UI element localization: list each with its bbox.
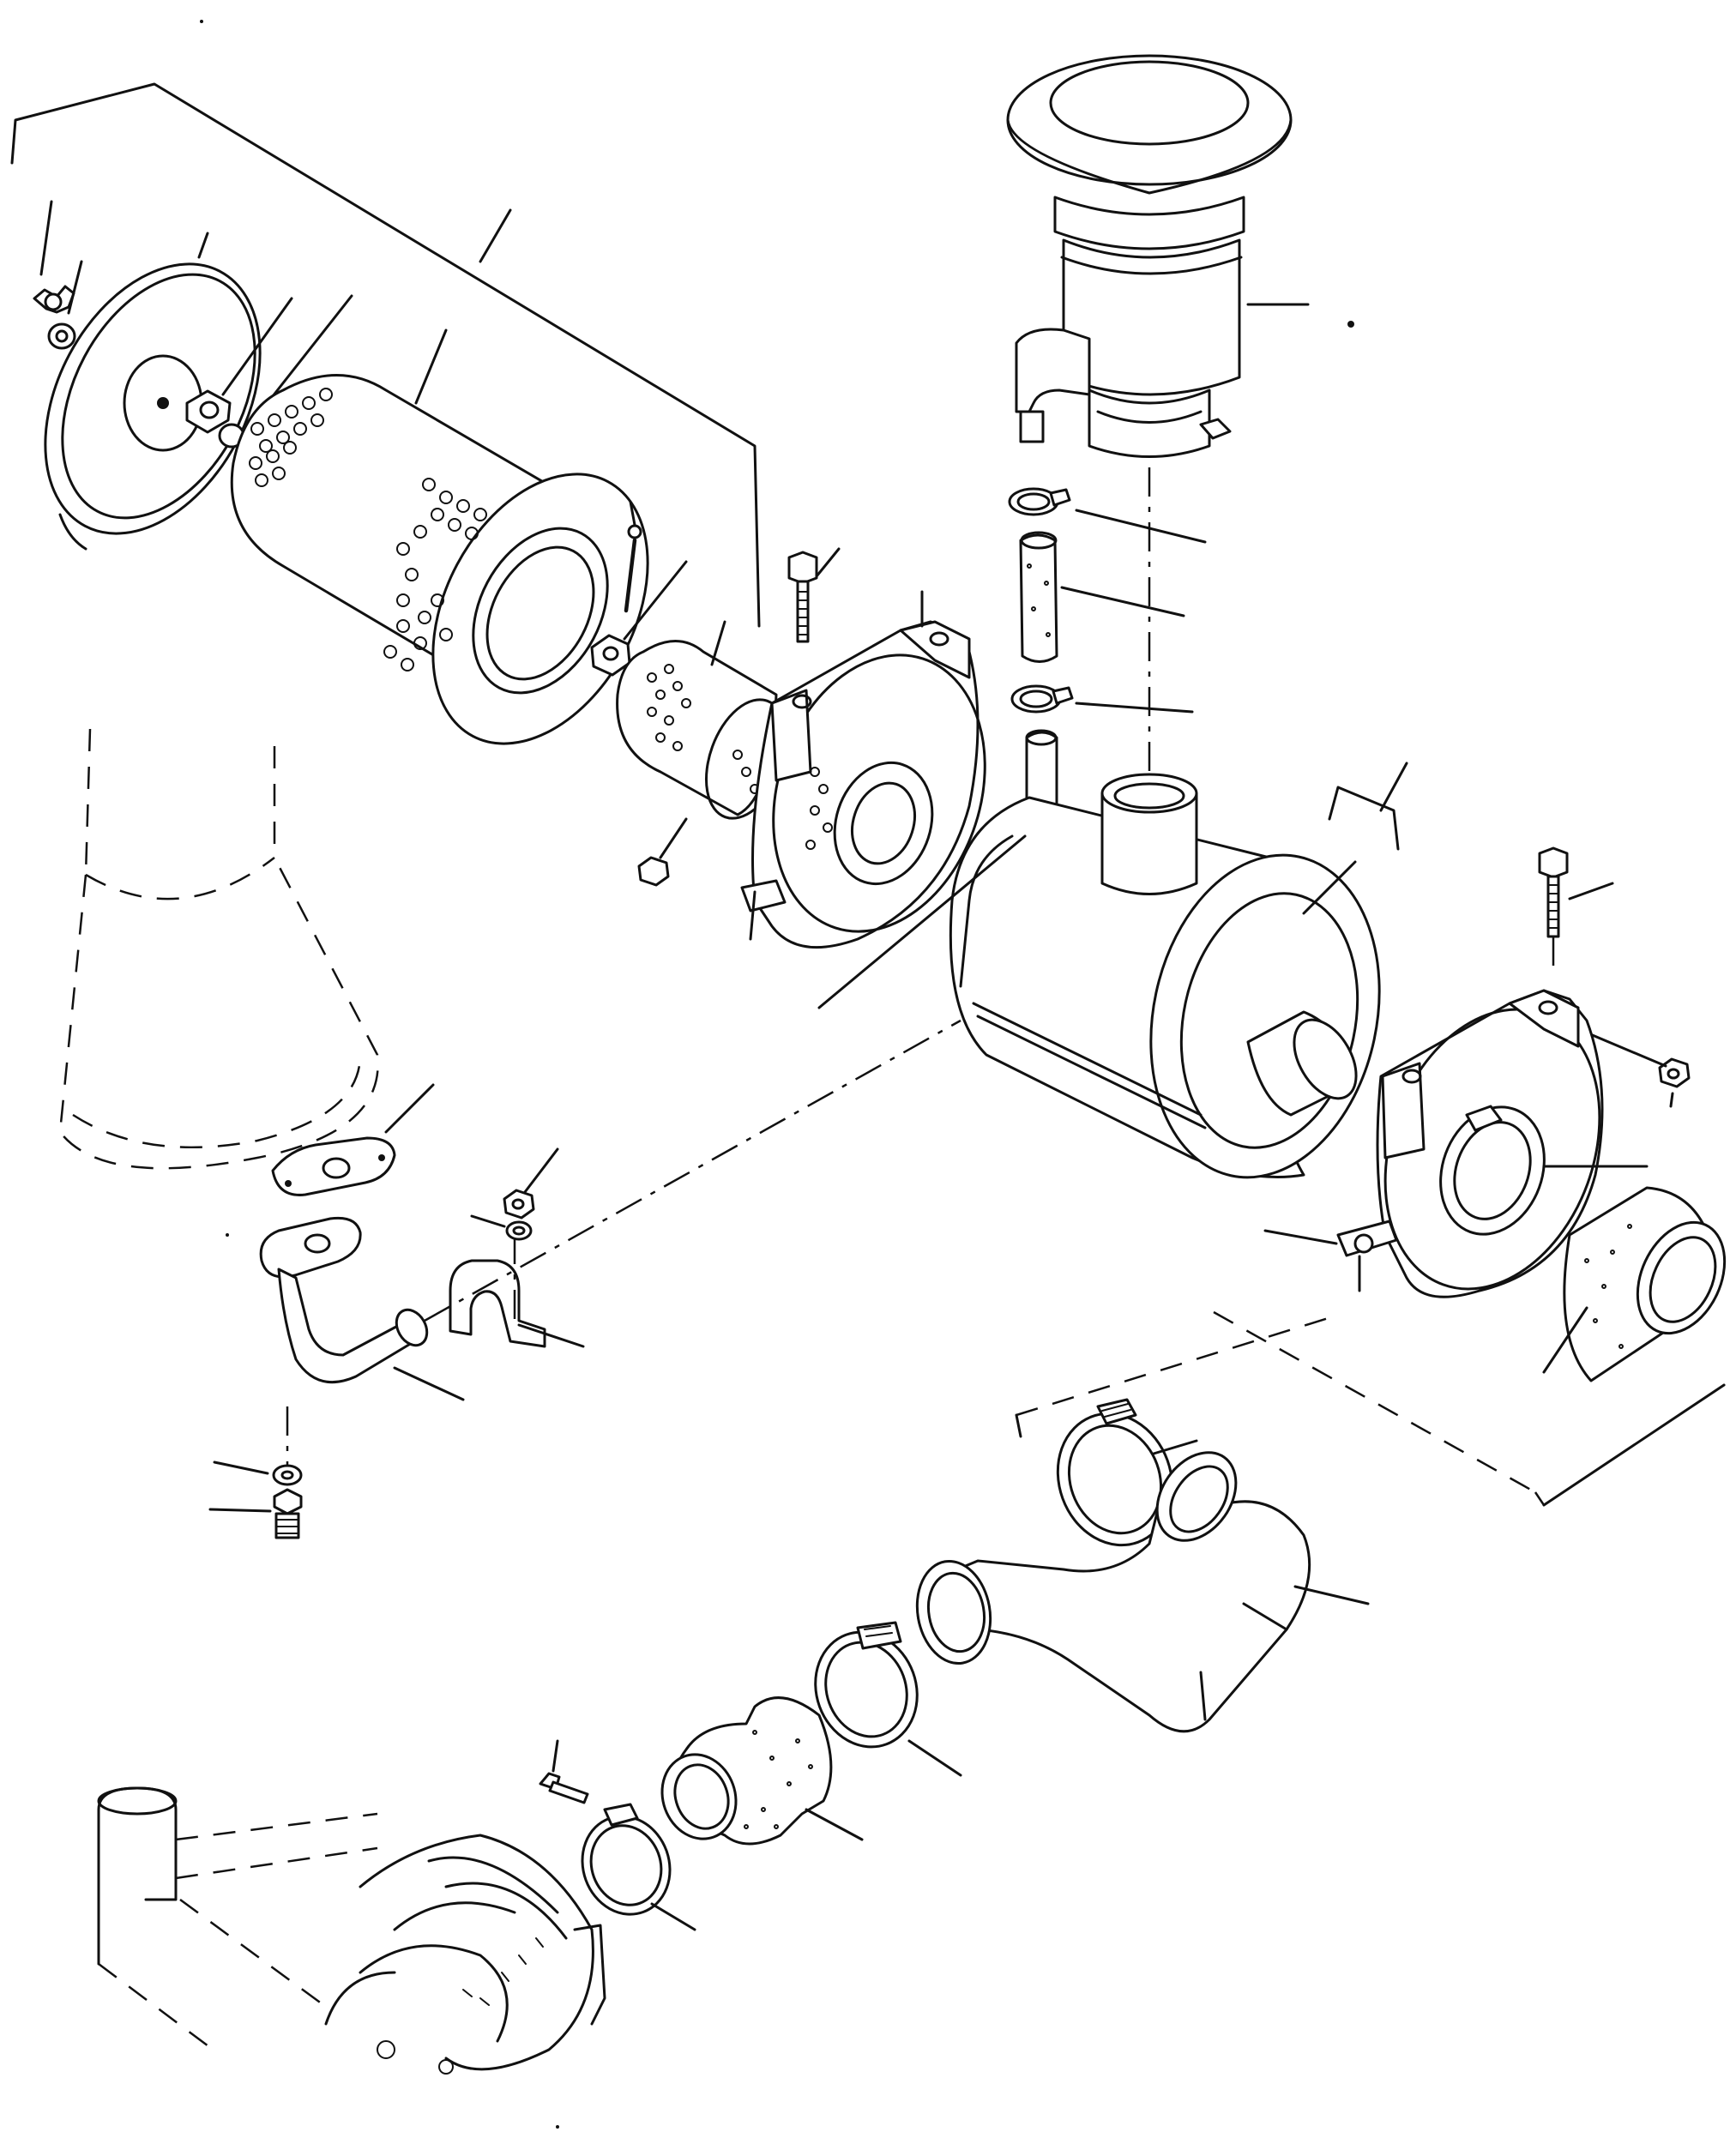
hose-clamp xyxy=(1010,684,1194,714)
reducer-hose xyxy=(660,1696,864,1846)
outer-filter-element xyxy=(230,328,649,745)
leader-line xyxy=(817,834,1027,1009)
stray-mark xyxy=(200,20,203,23)
air-intake-hose xyxy=(1542,1186,1727,1382)
bolt xyxy=(539,1739,589,1804)
lock-washer xyxy=(470,1214,533,1241)
stray-mark xyxy=(226,1233,229,1237)
stray-mark xyxy=(556,2125,559,2129)
turbocharger xyxy=(97,1786,606,2075)
bolt xyxy=(1538,846,1614,938)
wing-nut xyxy=(33,200,75,314)
nut xyxy=(503,1147,559,1220)
nut xyxy=(637,817,688,887)
hose-clamp xyxy=(1056,1398,1198,1547)
exhaust-stack xyxy=(58,728,379,1170)
retainer-rod xyxy=(624,500,642,613)
perforation-pattern xyxy=(249,388,487,672)
washer xyxy=(47,260,83,350)
inner-safety-element xyxy=(616,620,788,820)
group-bracket-upper-left xyxy=(10,82,761,628)
gasket xyxy=(271,1083,435,1196)
vacuator-hose xyxy=(1019,531,1185,663)
air-cleaner-housing xyxy=(949,773,1381,1179)
precleaner-bowl xyxy=(1006,54,1354,458)
intake-pipe-bracket xyxy=(259,1216,465,1401)
hose-clamp xyxy=(1199,418,1232,440)
elbow-hose xyxy=(915,1451,1370,1733)
bolt xyxy=(208,1488,303,1539)
assembly-centerline xyxy=(424,1019,961,1322)
dust-cup-cap xyxy=(1015,328,1091,443)
bolt xyxy=(787,547,841,643)
u-bolt-clamp xyxy=(449,1235,585,1348)
hose-clamp xyxy=(814,1621,962,1777)
mounting-band-bracket xyxy=(1263,989,1649,1298)
hose-clamp xyxy=(581,1803,696,1931)
mounting-band-bracket xyxy=(740,590,986,949)
group-bracket-upper-right xyxy=(1328,762,1408,851)
hose-clamp xyxy=(1008,487,1207,544)
group-bracket-lower xyxy=(1015,1310,1726,1507)
lock-washer xyxy=(213,1460,303,1486)
